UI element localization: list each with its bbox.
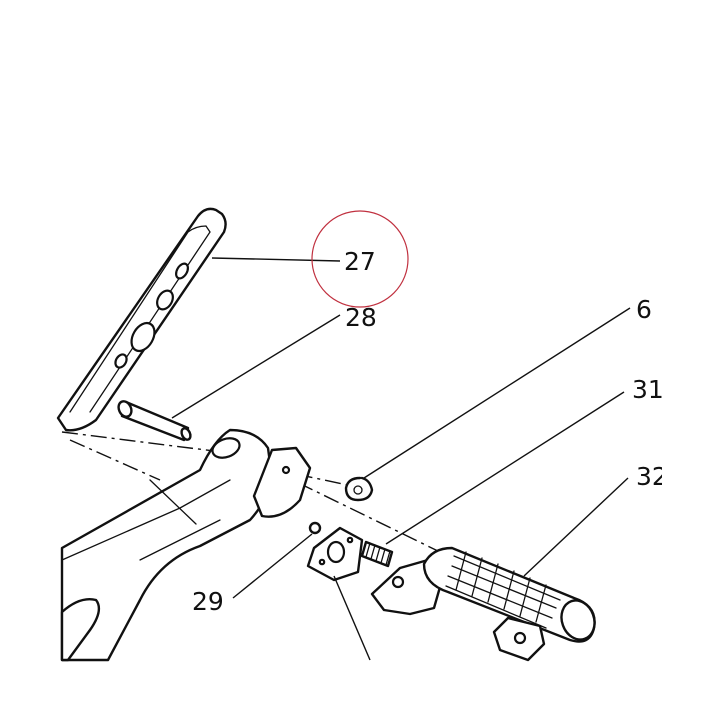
plate-hole-small-top [175, 262, 189, 280]
plate-hole-large [130, 321, 156, 353]
leader-29 [232, 533, 313, 599]
callout-28: 28 [345, 303, 377, 332]
plate-hole-mid [156, 289, 174, 311]
pivot-pin [117, 400, 192, 442]
spring [360, 540, 394, 568]
washer-plate [306, 521, 364, 582]
circlip [344, 476, 374, 502]
leader-32 [523, 477, 629, 577]
leader-27 [211, 257, 341, 262]
crop-mask-right [662, 370, 720, 500]
highlight-circle [311, 210, 409, 308]
leader-6 [363, 307, 631, 479]
callout-27: 27 [344, 247, 376, 276]
bracket-pin-bore [211, 437, 241, 459]
leader-lines [171, 257, 631, 661]
callout-31: 31 [632, 375, 664, 404]
callout-6: 6 [636, 295, 652, 324]
pedal-plate [56, 207, 227, 432]
leader-31 [385, 391, 625, 545]
leader-lower [333, 575, 371, 661]
plate-hole-small-bottom [114, 353, 128, 369]
footpeg [370, 546, 596, 662]
callout-29: 29 [192, 587, 224, 616]
mounting-bracket [60, 428, 312, 662]
leader-28 [171, 314, 341, 419]
